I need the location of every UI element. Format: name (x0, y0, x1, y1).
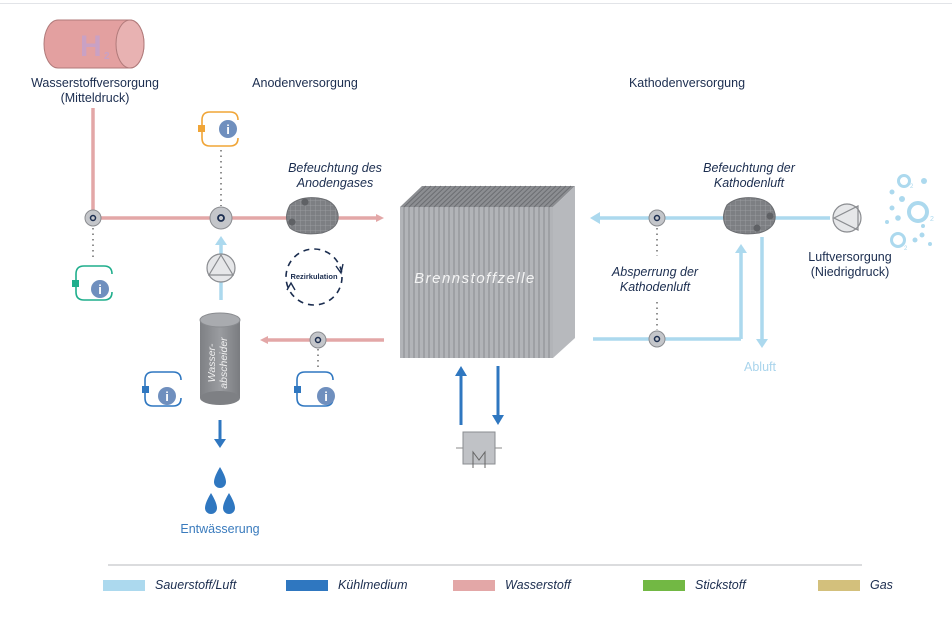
stack-plate-top-line (453, 185, 477, 208)
stack-plate-top-line (493, 185, 517, 208)
legend-item-coolant: Kühlmedium (286, 577, 407, 593)
info-icon (91, 280, 109, 298)
svg-text:i: i (324, 389, 328, 404)
valve-cathode-inlet[interactable] (648, 209, 666, 227)
stack-plate-top-line (533, 185, 557, 208)
legend-swatch (643, 579, 685, 591)
recirculation-label: Rezirkulation (290, 272, 338, 281)
stack-plate-top-line (528, 185, 552, 208)
sensor-info-green[interactable]: i (72, 265, 113, 301)
stack-plate-top-line (543, 185, 567, 208)
top-divider (0, 3, 952, 4)
stack-plate-top-line (503, 185, 527, 208)
info-icon (158, 387, 176, 405)
stack-plate-top-line (443, 185, 467, 208)
valve-anode-junction[interactable] (209, 206, 233, 230)
stack-plate-top-line (508, 185, 532, 208)
legend-item-oxygen-air: Sauerstoff/Luft (103, 577, 236, 593)
fuel-cell-label: Brennstoffzelle (414, 270, 536, 287)
stack-plate-top-line (423, 185, 447, 208)
hydrogen-tank-icon: H 2 (43, 19, 145, 69)
svg-text:i: i (165, 389, 169, 404)
stack-plate-top-line (548, 185, 572, 208)
svg-text:2: 2 (930, 216, 934, 223)
stack-plate-top-line (403, 185, 427, 208)
sensor-connectors (92, 150, 658, 368)
sensor-info-blue-left[interactable]: i (142, 371, 182, 407)
stack-plate-top-line (488, 185, 512, 208)
air-compressor-icon[interactable] (832, 203, 862, 233)
anode-supply-title: Anodenversorgung (252, 76, 358, 90)
stack-plate-top-line (408, 185, 432, 208)
stack-plate-top-line (428, 185, 452, 208)
legend-item-gas: Gas (818, 577, 893, 593)
sensor-info-orange[interactable]: i (198, 111, 239, 147)
legend-item-nitrogen: Stickstoff (643, 577, 746, 593)
svg-text:2: 2 (910, 184, 914, 190)
recirculation-cycle-icon (285, 248, 344, 306)
stack-plate-top-line (478, 185, 502, 208)
legend-swatch (103, 579, 145, 591)
drainage-arrow (214, 420, 226, 448)
valve-anode-outlet[interactable] (309, 331, 327, 349)
cathode-humidifier-icon (723, 197, 776, 235)
legend-swatch (818, 579, 860, 591)
water-separator-label: Wasser-abscheider (206, 337, 230, 389)
anode-humidifier-icon (286, 197, 339, 235)
stack-plate-top-line (448, 185, 472, 208)
coolant-arrows (455, 366, 504, 425)
water-drops-icon (205, 467, 235, 514)
stack-plate-top-line (483, 185, 507, 208)
legend-item-hydrogen: Wasserstoff (453, 577, 571, 593)
air-lines (215, 212, 830, 348)
cathode-supply-title: Kathodenversorgung (628, 76, 746, 90)
recirculation-pump-icon[interactable] (206, 253, 236, 283)
stack-plate-top-line (438, 185, 462, 208)
stack-plate-top-line (473, 185, 497, 208)
h2-symbol: H (80, 30, 102, 63)
stack-plate-top-line (498, 185, 522, 208)
sensor-info-blue-right[interactable]: i (294, 371, 335, 407)
stack-plate-top-line (463, 185, 487, 208)
oxygen-bubbles-icon: 2 2 2 (885, 174, 934, 252)
hydrogen-lines (91, 108, 384, 344)
drainage-label: Entwässerung (180, 522, 260, 536)
svg-text:2: 2 (904, 246, 908, 252)
stack-plate-top-line (418, 185, 442, 208)
water-separator-tank-icon (199, 312, 241, 405)
svg-text:i: i (98, 282, 102, 297)
stack-plate-top-line (433, 185, 457, 208)
info-icon (219, 120, 237, 138)
stack-plate-top-line (523, 185, 547, 208)
legend-swatch (453, 579, 495, 591)
coolant-heat-exchanger-icon (456, 431, 502, 468)
valve-hydrogen-inlet[interactable] (84, 209, 102, 227)
fuel-cell-stack-icon (400, 185, 575, 358)
h2-subscript: 2 (104, 51, 110, 62)
exhaust-label: Abluft (744, 360, 776, 374)
legend-swatch (286, 579, 328, 591)
h2-supply-label: Wasserstoffversorgung(Mitteldruck) (31, 76, 159, 105)
svg-text:i: i (226, 122, 230, 137)
stack-plate-top-line (468, 185, 492, 208)
stack-plate-top-line (538, 185, 562, 208)
stack-plate-top-line (518, 185, 542, 208)
stack-plate-top-line (458, 185, 482, 208)
air-supply-label: Luftversorgung(Niedrigdruck) (808, 250, 892, 279)
stack-plate-top-line (413, 185, 437, 208)
stack-plate-top-line (513, 185, 537, 208)
valve-cathode-outlet[interactable] (648, 330, 666, 348)
info-icon (317, 387, 335, 405)
